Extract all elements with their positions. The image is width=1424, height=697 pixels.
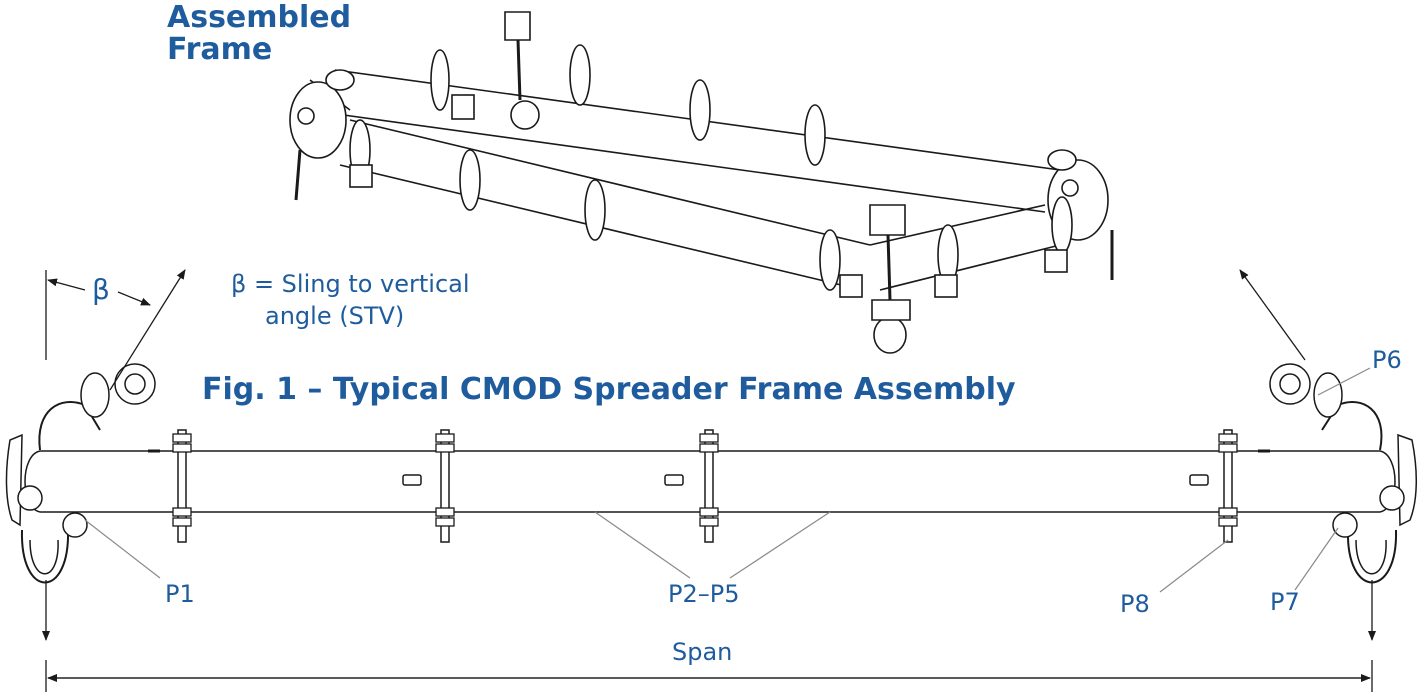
part-label-p8: P8 [1120, 590, 1150, 618]
dimension-lines [42, 269, 1376, 692]
assembled-frame-drawing [289, 11, 1114, 354]
span-dimension-label: Span [672, 638, 733, 666]
right-top-shackle [1269, 363, 1383, 451]
right-bottom-shackle [1332, 485, 1405, 584]
assembled-title-line1: Assembled [167, 0, 352, 35]
leader-lines [84, 367, 1371, 593]
spreader-beam-side-view [5, 363, 1417, 584]
part-label-p1: P1 [165, 580, 195, 608]
part-label-p7: P7 [1270, 588, 1300, 616]
beta-definition-line1: β = Sling to vertical [231, 270, 470, 298]
beta-definition-line2: angle (STV) [265, 302, 405, 330]
left-top-shackle [38, 363, 156, 451]
beta-definition: β = Sling to vertical angle (STV) [231, 268, 470, 332]
beta-angle-symbol: β [92, 273, 110, 306]
part-label-p2-p5: P2–P5 [668, 580, 740, 608]
figure-caption: Fig. 1 – Typical CMOD Spreader Frame Ass… [202, 372, 1016, 407]
left-bottom-shackle [17, 485, 88, 584]
assembled-title-line2: Frame [167, 32, 273, 67]
part-label-p6: P6 [1372, 346, 1402, 374]
assembled-frame-title: Assembled Frame [167, 2, 351, 66]
